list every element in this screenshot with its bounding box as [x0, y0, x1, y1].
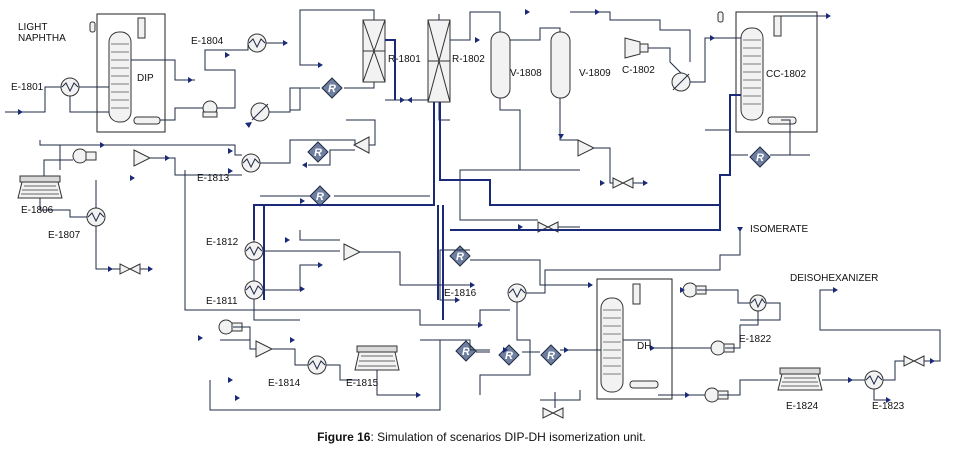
vessel-v1808 — [490, 31, 511, 99]
furnace-e1806 — [17, 175, 63, 199]
label-e1801: E-1801 — [11, 82, 44, 93]
recycle-block-5: R — [449, 245, 471, 267]
exchanger-e1801 — [60, 77, 80, 97]
recycle-block-4: R — [749, 146, 771, 168]
mixer-3 — [343, 243, 362, 261]
equipment-labels: LIGHT NAPHTHA E-1801 DIP E-1804 R-1801 R… — [11, 22, 905, 412]
valve-4 — [542, 407, 564, 419]
cc1802-unit-box — [735, 11, 818, 133]
recycle-block-7: R — [498, 344, 520, 366]
indicator-tags — [89, 11, 724, 33]
label-cc1802: CC-1802 — [766, 69, 806, 80]
recycle-label: R — [328, 83, 336, 95]
label-r1801: R-1801 — [388, 54, 421, 65]
recycle-label: R — [462, 346, 470, 358]
valve-1 — [119, 263, 141, 275]
label-naphtha: NAPHTHA — [18, 33, 66, 44]
dh-unit-box — [596, 278, 673, 400]
label-v1809: V-1809 — [579, 68, 611, 79]
mixer-1 — [133, 149, 152, 167]
cc1802-column — [740, 15, 797, 125]
label-e1804: E-1804 — [191, 36, 224, 47]
label-e1814: E-1814 — [268, 378, 301, 389]
recycle-label: R — [505, 350, 513, 362]
exchanger-e1807 — [86, 207, 106, 227]
valve-5 — [903, 355, 925, 367]
recycle-blocks: R R R R R R R R — [307, 77, 771, 366]
label-e1807: E-1807 — [48, 230, 81, 241]
recycle-label: R — [314, 147, 322, 159]
mixer-5 — [255, 340, 274, 358]
label-e1824: E-1824 — [786, 401, 819, 412]
exchanger-cooler-1 — [250, 102, 270, 122]
label-e1815: E-1815 — [346, 378, 379, 389]
reactor-r1802 — [427, 19, 451, 103]
label-e1806: E-1806 — [21, 205, 54, 216]
pump-2 — [72, 148, 97, 164]
label-e1823: E-1823 — [872, 401, 905, 412]
label-e1811: E-1811 — [206, 296, 238, 307]
compressor-c1802 — [624, 37, 649, 59]
exchanger-cooler-2 — [671, 72, 691, 92]
recycle-block-3: R — [309, 185, 331, 207]
recycle-block-2: R — [307, 141, 329, 163]
recycle-label: R — [316, 191, 324, 203]
label-dip: DIP — [137, 73, 154, 84]
recycle-block-6: R — [455, 340, 477, 362]
dip-unit-box — [96, 13, 166, 133]
pump-1 — [202, 100, 218, 118]
label-isomerate: ISOMERATE — [750, 224, 808, 235]
label-e1816: E-1816 — [444, 288, 477, 299]
exchanger-e1823 — [864, 370, 884, 390]
furnace-e1815 — [354, 345, 400, 371]
recycle-block-1: R — [321, 77, 343, 99]
label-e1813: E-1813 — [197, 173, 230, 184]
stream-arrows — [18, 9, 935, 403]
exchanger-e1804 — [247, 33, 267, 53]
figure-number: Figure 16 — [317, 430, 371, 444]
label-dh: DH — [637, 341, 651, 352]
dip-column — [108, 17, 161, 125]
exchanger-e1814 — [307, 355, 327, 375]
label-light: LIGHT — [18, 22, 47, 33]
exchanger-e1822 — [749, 294, 767, 312]
figure-caption-text: : Simulation of scenarios DIP-DH isomeri… — [370, 430, 646, 444]
label-deisohexanizer: DEISOHEXANIZER — [790, 273, 878, 284]
mixer-2 — [352, 136, 370, 154]
dh-column — [600, 283, 659, 393]
recycle-label: R — [456, 251, 464, 263]
exchanger-e1812 — [244, 241, 264, 261]
label-v1808: V-1808 — [510, 68, 542, 79]
recycle-block-8: R — [540, 344, 562, 366]
mixer-4 — [577, 139, 596, 157]
reactor-r1801 — [362, 19, 386, 83]
exchanger-e1813 — [241, 153, 261, 173]
label-e1822: E-1822 — [739, 334, 772, 345]
label-r1802: R-1802 — [452, 54, 485, 65]
exchanger-e1816 — [507, 283, 527, 303]
furnace-e1824 — [777, 367, 823, 391]
recycle-label: R — [756, 152, 764, 164]
valve-2 — [612, 177, 634, 189]
vessel-v1809 — [550, 31, 571, 99]
recycle-label: R — [547, 350, 555, 362]
figure-caption: Figure 16: Simulation of scenarios DIP-D… — [0, 430, 963, 444]
exchanger-e1811 — [244, 280, 264, 300]
main-stream-lines — [253, 39, 741, 320]
label-c1802: C-1802 — [622, 65, 655, 76]
stream-lines — [5, 9, 941, 411]
label-e1812: E-1812 — [206, 237, 239, 248]
